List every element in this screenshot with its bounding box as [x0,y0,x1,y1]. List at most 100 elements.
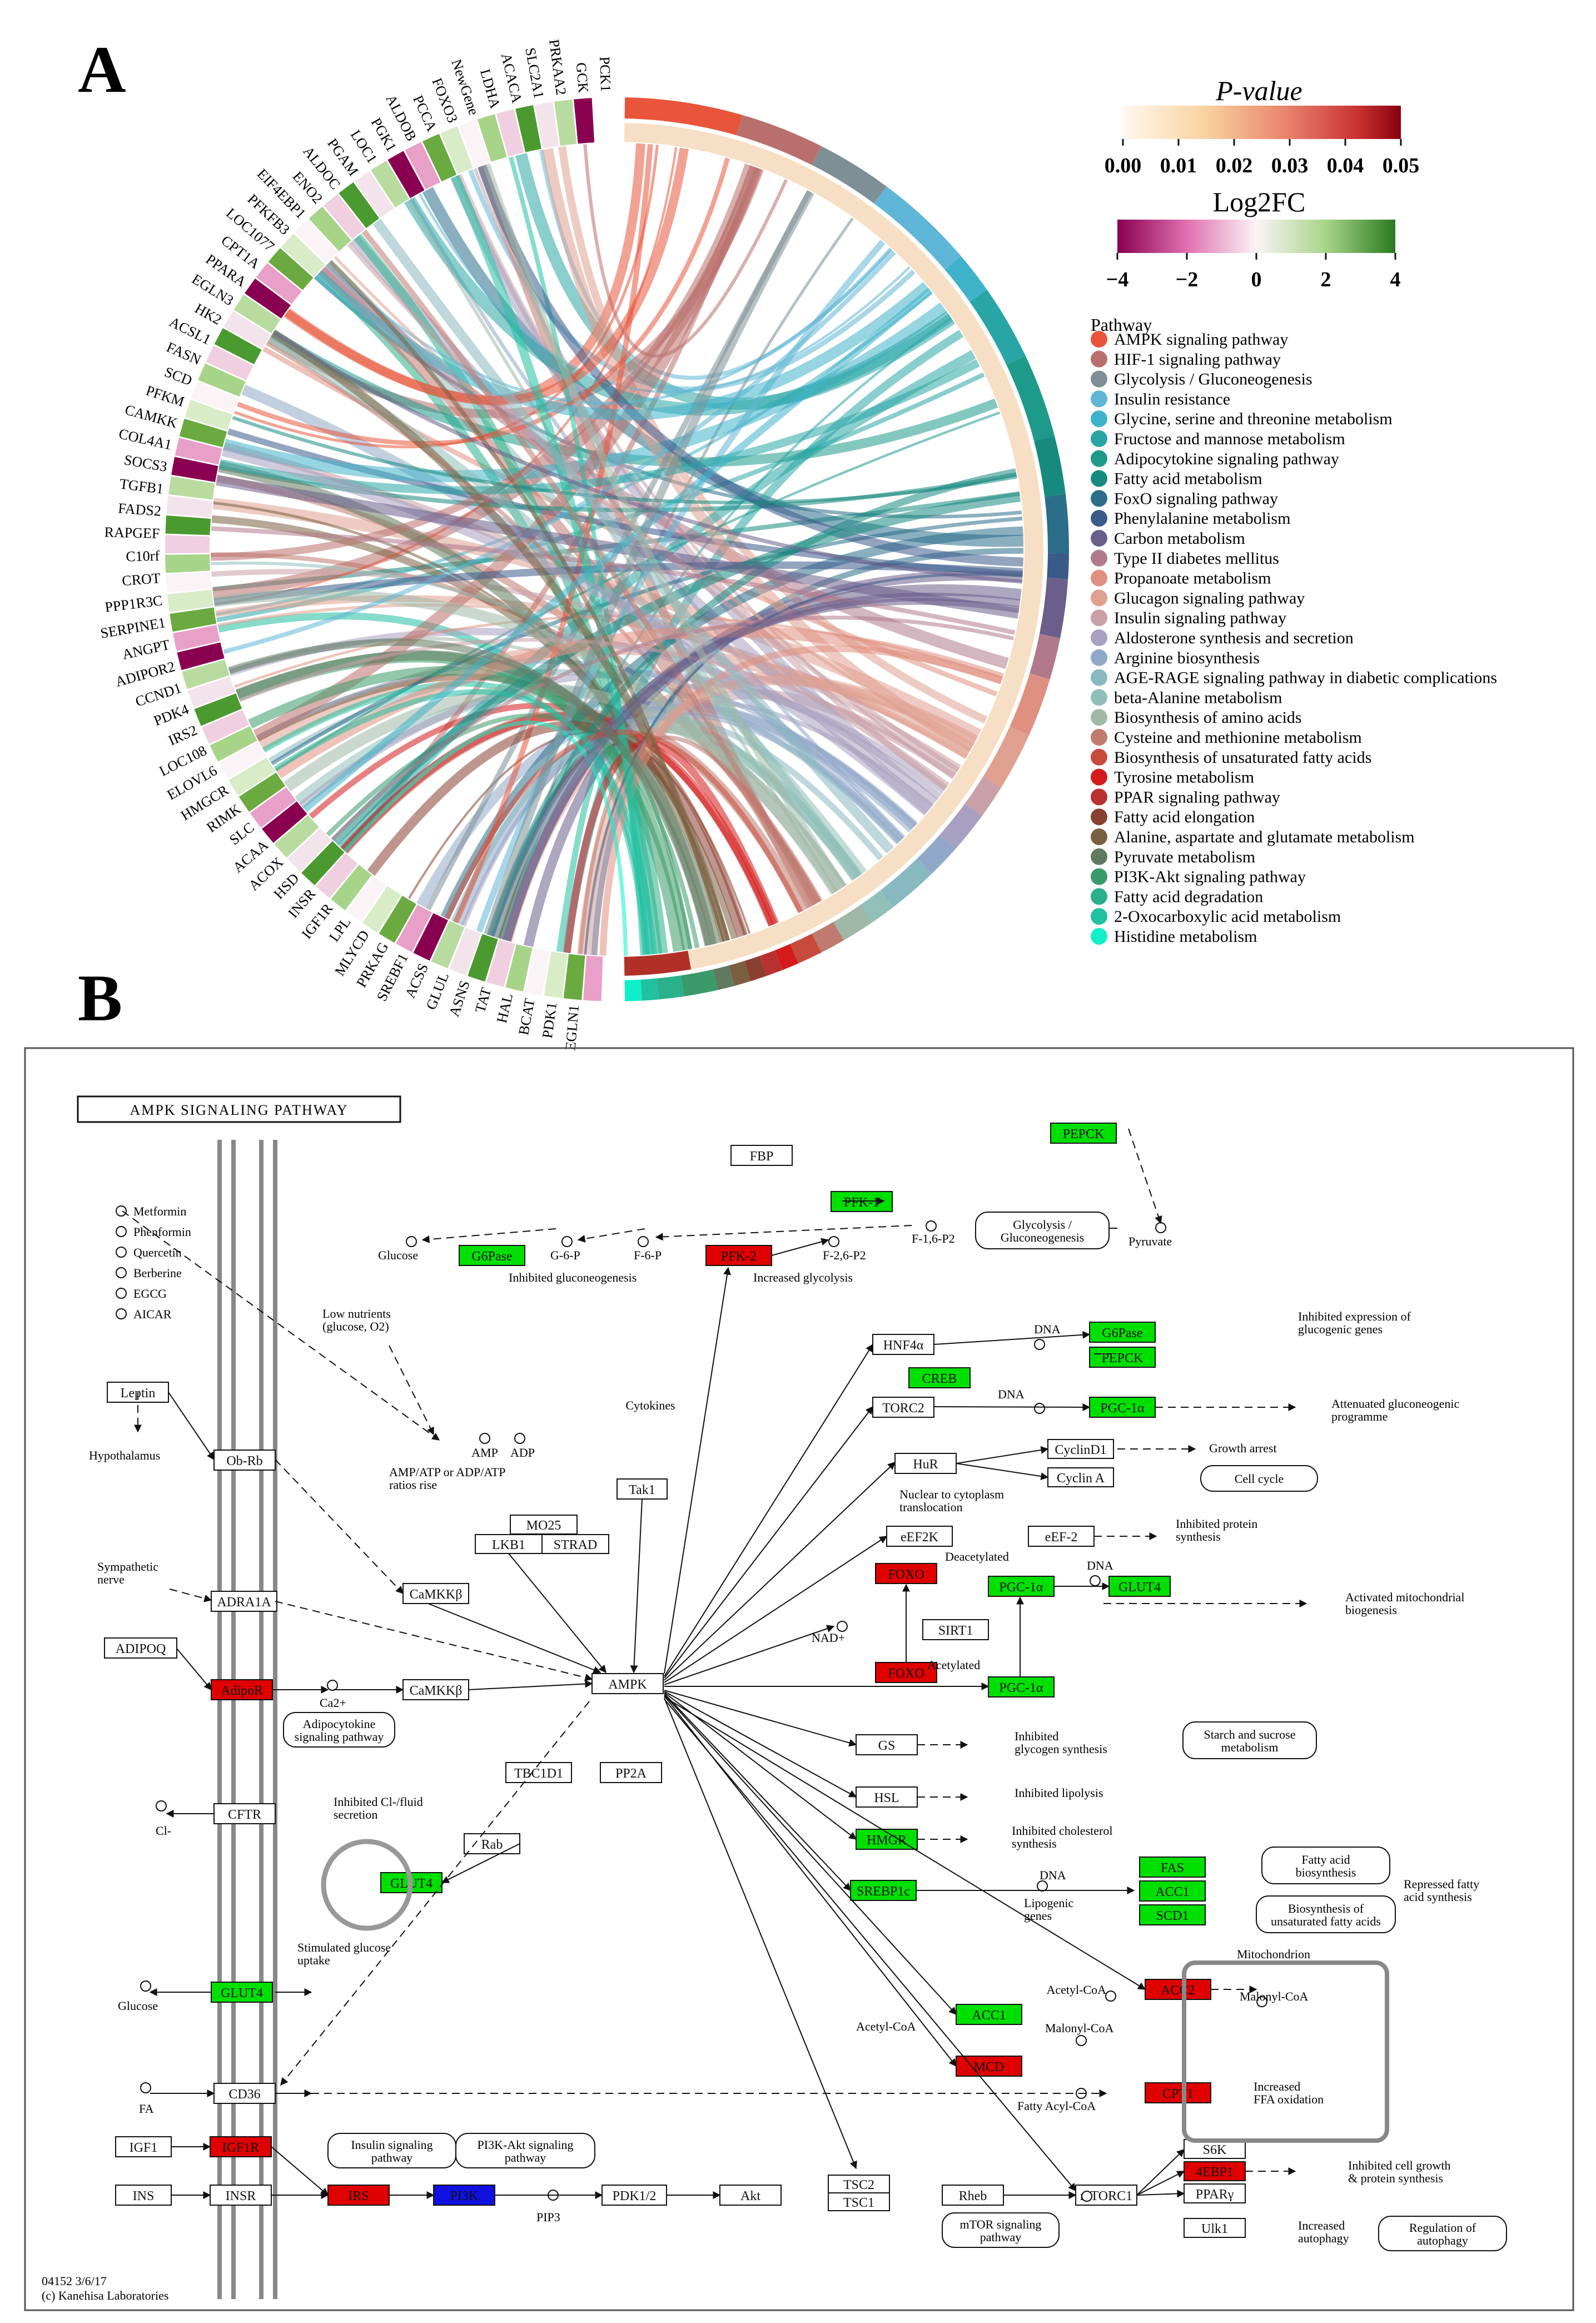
gene-box-acc1b: ACC1 [956,2004,1022,2025]
pvalue-tick-label: 0.05 [1383,154,1420,177]
map-link-fa_bio_box[interactable] [1261,1847,1390,1884]
chord-ribbon [367,721,747,938]
compound [156,1800,167,1811]
edge [664,1462,896,1681]
gene-heat-cell [167,589,214,613]
chord-ribbon [236,157,730,446]
kegg-footer-line: (c) Kanehisa Laboratories [42,2289,168,2302]
gene-box-obrb: Ob-Rb [213,1450,276,1471]
svg-text:Akt: Akt [740,2189,760,2203]
gene-label: PDK1 [539,1001,560,1039]
gene-label: CROT [121,570,161,589]
chord-ribbon [343,721,628,956]
gene-heat-cell [171,456,218,483]
gene-box-acc1: ACC1 [1139,1880,1206,1902]
map-link-starch_box[interactable] [1182,1721,1317,1759]
svg-text:ACC2: ACC2 [1161,1983,1195,1998]
gene-heat-cell [194,693,242,726]
gene-heat-cell [256,263,302,304]
svg-text:Cyclin A: Cyclin A [1057,1471,1105,1486]
pathway-legend-dot [1091,748,1107,766]
log2fc-tick-label: −2 [1176,268,1199,291]
gene-heat-cell [316,853,358,899]
pathway-legend-label: Tyrosine metabolism [1114,768,1254,787]
compound [828,1236,839,1247]
pathway-legend-label: Fatty acid elongation [1114,808,1255,826]
chord-ribbon [483,163,847,890]
label-hypothalamus: Hypothalamus [89,1448,160,1462]
map-link-unsat_box[interactable] [1256,1895,1396,1933]
gene-box-torc2: TORC2 [872,1397,934,1418]
svg-text:LKB1: LKB1 [492,1538,525,1552]
label-mitochondrion: Mitochondrion [1237,1947,1310,1961]
gene-label: PDK4 [151,701,191,729]
gene-label: COL4A1 [117,425,173,453]
map-link-mtor_box[interactable] [942,2212,1060,2248]
chord-ribbon [214,147,678,605]
gene-label: ACACA [498,52,525,105]
gene-box-pgc1a_bot: PGC-1α [988,1676,1055,1697]
svg-text:SIRT1: SIRT1 [938,1624,973,1638]
svg-text:GLUT4: GLUT4 [221,1986,263,2001]
gene-label: PRKAA2 [546,38,569,96]
label-inhib_glucneo: Inhibited gluconeogenesis [509,1270,637,1284]
edge [1128,1128,1162,1224]
gene-heat-cell [262,801,307,843]
chord-ribbon [503,593,1021,942]
pathway-legend-label: Glucagon signaling pathway [1114,589,1305,607]
gene-label: IRS2 [166,722,200,748]
pathway-legend-label: Type II diabetes mellitus [1114,549,1279,568]
gene-heat-cell [250,787,296,828]
label-pyruvate: Pyruvate [1128,1234,1172,1248]
svg-text:IGF1R: IGF1R [222,2141,260,2155]
gene-label: BCAT [515,997,538,1036]
gene-heat-cell [515,105,541,152]
pathway-legend-dot [1091,510,1107,527]
log2fc-colorbar [1117,220,1395,253]
map-link-reg_auto_box[interactable] [1378,2216,1507,2251]
gene-heat-cell [185,400,233,430]
map-link-adipo_box[interactable] [283,1712,395,1748]
gene-box-eef2k: eEF2K [886,1526,953,1547]
pathway-arc [736,115,822,165]
svg-text:4EBP1: 4EBP1 [1196,2165,1234,2180]
pathway-arc [744,956,767,981]
gene-box-creb: CREB [908,1367,971,1388]
map-link-pi3k_box[interactable] [455,2133,595,2168]
pathway-arc [1034,435,1066,497]
svg-text:FAS: FAS [1161,1861,1184,1875]
gene-label: SERPINE1 [99,614,167,642]
drug-label: EGCG [133,1287,167,1301]
map-link-cell_cycle[interactable] [1200,1465,1318,1492]
gene-box-ulk1: Ulk1 [1184,2218,1246,2238]
chord-ribbon [404,196,953,416]
edge [664,1699,1076,2192]
svg-text:MO25: MO25 [526,1518,561,1533]
chord-ribbon [221,446,931,816]
pathway-legend-label: Propanoate metabolism [1114,569,1271,588]
gene-box-mo25: MO25 [510,1515,578,1535]
label-growth_arrest: Growth arrest [1209,1441,1277,1455]
label-low_nutrients: Low nutrients(glucose, O2) [322,1307,391,1333]
edge [630,1498,643,1674]
svg-text:ACC1: ACC1 [972,2008,1006,2023]
pathway-arc [728,961,751,986]
gene-box-akt: Akt [719,2185,782,2206]
gene-heat-cell [477,114,507,162]
svg-text:TBC1D1: TBC1D1 [514,1766,563,1781]
pathway-legend-dot [1091,609,1107,627]
svg-text:INS: INS [133,2189,155,2203]
gene-box-ampk: AMPK [591,1673,664,1694]
pathway-arc [1010,673,1050,736]
pathway-arc [874,186,961,270]
pathway-arc [713,965,734,990]
pathway-legend-dot [1091,470,1107,487]
compound [638,1236,649,1247]
pathway-legend-label: Histidine metabolism [1114,927,1257,946]
gene-box-rab: Rab [464,1833,520,1854]
map-link-glycolysis_box[interactable] [975,1212,1110,1249]
gene-box-glut4_mem: GLUT4 [211,1982,273,2003]
